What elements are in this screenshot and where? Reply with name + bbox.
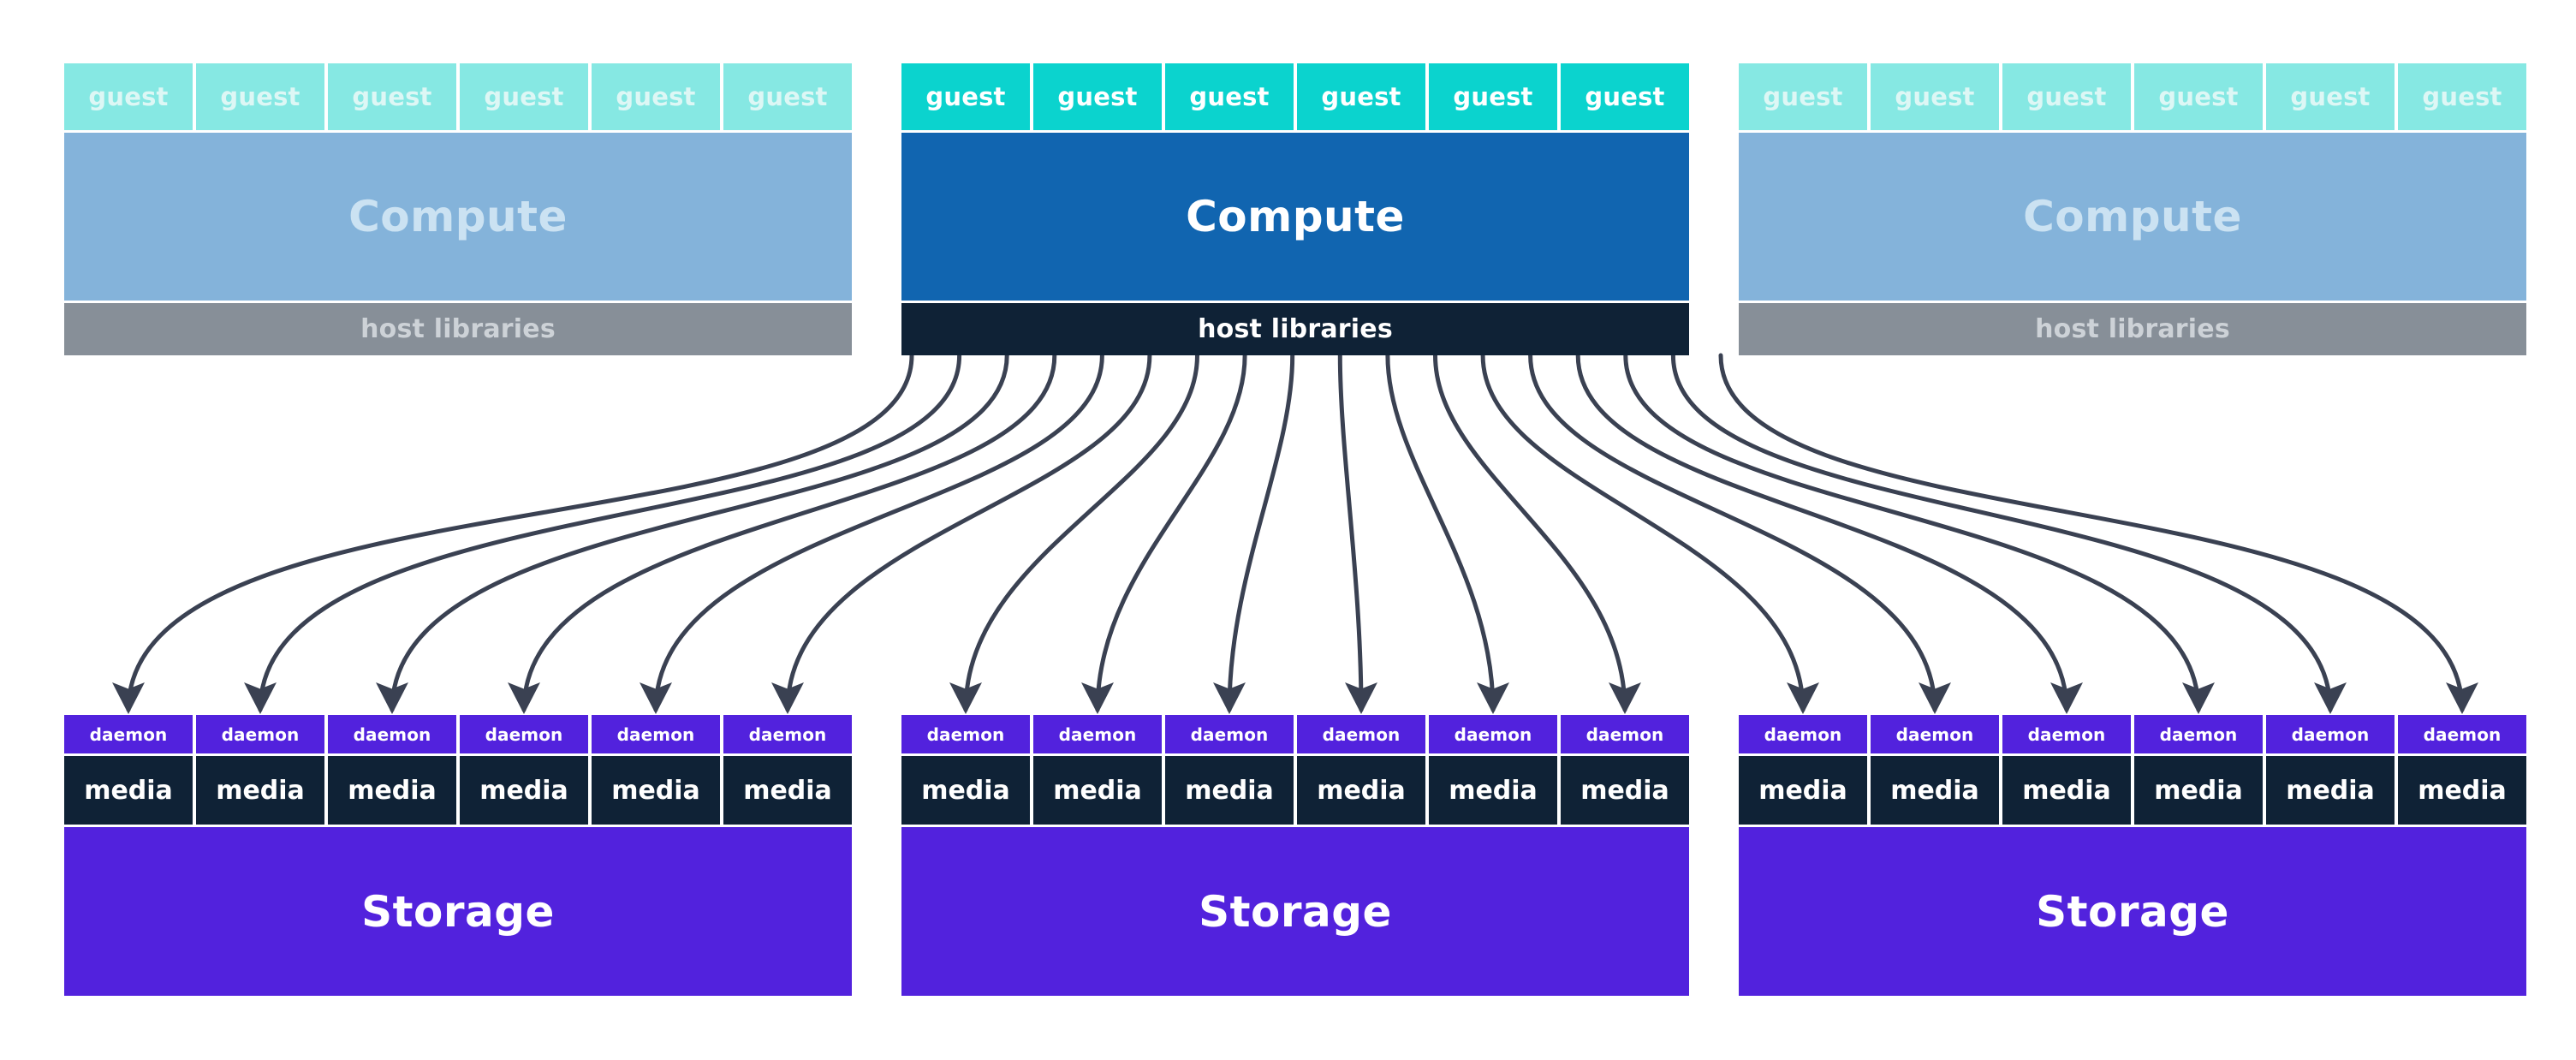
guest-cell[interactable]: guest <box>592 63 720 130</box>
compute-block[interactable]: Compute <box>1739 133 2526 301</box>
connection-arrow <box>1081 353 1247 714</box>
connection-arrow <box>1385 353 1509 714</box>
arrow-path-group <box>112 353 2478 714</box>
media-cell[interactable]: media <box>328 756 456 825</box>
guest-cell[interactable]: guest <box>64 63 193 130</box>
storage-group-left: daemon daemon daemon daemon daemon daemo… <box>64 715 852 996</box>
media-cell[interactable]: media <box>1165 756 1294 825</box>
guest-row-left: guest guest guest guest guest guest <box>64 63 852 130</box>
host-libraries-block[interactable]: host libraries <box>1739 303 2526 355</box>
media-cell[interactable]: media <box>2398 756 2526 825</box>
connection-arrow <box>1670 353 2347 714</box>
connection-arrow <box>1623 353 2215 714</box>
media-cell[interactable]: media <box>901 756 1030 825</box>
guest-cell[interactable]: guest <box>1297 63 1425 130</box>
connection-arrow <box>1337 353 1377 714</box>
compute-group-left: guest guest guest guest guest guest Comp… <box>64 63 852 355</box>
guest-cell[interactable]: guest <box>901 63 1030 130</box>
media-cell[interactable]: media <box>723 756 852 825</box>
compute-group-center: guest guest guest guest guest guest Comp… <box>901 63 1689 355</box>
daemon-cell[interactable]: daemon <box>2134 715 2263 753</box>
guest-row-center: guest guest guest guest guest guest <box>901 63 1689 130</box>
guest-cell[interactable]: guest <box>1561 63 1689 130</box>
media-row-center: media media media media media media <box>901 756 1689 825</box>
daemon-cell[interactable]: daemon <box>1429 715 1557 753</box>
daemon-cell[interactable]: daemon <box>1165 715 1294 753</box>
guest-cell[interactable]: guest <box>460 63 588 130</box>
host-libraries-block[interactable]: host libraries <box>64 303 852 355</box>
guest-cell[interactable]: guest <box>1165 63 1294 130</box>
daemon-cell[interactable]: daemon <box>1739 715 1867 753</box>
connection-arrow <box>376 353 1009 714</box>
daemon-cell[interactable]: daemon <box>2266 715 2395 753</box>
guest-cell[interactable]: guest <box>723 63 852 130</box>
storage-block[interactable]: Storage <box>64 827 852 996</box>
connection-arrow <box>1575 353 2083 714</box>
guest-cell[interactable]: guest <box>328 63 456 130</box>
guest-cell[interactable]: guest <box>2398 63 2526 130</box>
media-cell[interactable]: media <box>2002 756 2131 825</box>
media-cell[interactable]: media <box>592 756 720 825</box>
media-cell[interactable]: media <box>1871 756 1999 825</box>
guest-cell[interactable]: guest <box>2266 63 2395 130</box>
guest-cell[interactable]: guest <box>1871 63 1999 130</box>
daemon-cell[interactable]: daemon <box>1297 715 1425 753</box>
daemon-row-left: daemon daemon daemon daemon daemon daemo… <box>64 715 852 753</box>
media-cell[interactable]: media <box>460 756 588 825</box>
media-cell[interactable]: media <box>1561 756 1689 825</box>
daemon-cell[interactable]: daemon <box>592 715 720 753</box>
connection-arrow <box>1528 353 1951 714</box>
daemon-row-right: daemon daemon daemon daemon daemon daemo… <box>1739 715 2526 753</box>
storage-group-center: daemon daemon daemon daemon daemon daemo… <box>901 715 1689 996</box>
guest-cell[interactable]: guest <box>1739 63 1867 130</box>
guest-cell[interactable]: guest <box>1033 63 1162 130</box>
daemon-cell[interactable]: daemon <box>2398 715 2526 753</box>
media-cell[interactable]: media <box>1429 756 1557 825</box>
guest-row-right: guest guest guest guest guest guest <box>1739 63 2526 130</box>
connection-arrow <box>1213 353 1295 714</box>
connection-arrow <box>771 353 1152 714</box>
media-cell[interactable]: media <box>2266 756 2395 825</box>
storage-group-right: daemon daemon daemon daemon daemon daemo… <box>1739 715 2526 996</box>
guest-cell[interactable]: guest <box>2134 63 2263 130</box>
daemon-cell[interactable]: daemon <box>1033 715 1162 753</box>
media-cell[interactable]: media <box>64 756 193 825</box>
compute-block[interactable]: Compute <box>64 133 852 301</box>
connection-arrow <box>1433 353 1641 714</box>
guest-cell[interactable]: guest <box>1429 63 1557 130</box>
connection-arrow <box>244 353 962 714</box>
media-cell[interactable]: media <box>1033 756 1162 825</box>
media-cell[interactable]: media <box>1297 756 1425 825</box>
daemon-cell[interactable]: daemon <box>1871 715 1999 753</box>
media-cell[interactable]: media <box>1739 756 1867 825</box>
daemon-cell[interactable]: daemon <box>1561 715 1689 753</box>
daemon-cell[interactable]: daemon <box>64 715 193 753</box>
connection-arrow <box>1718 353 2478 714</box>
connection-arrow <box>1480 353 1819 714</box>
media-row-left: media media media media media media <box>64 756 852 825</box>
daemon-cell[interactable]: daemon <box>460 715 588 753</box>
daemon-cell[interactable]: daemon <box>2002 715 2131 753</box>
host-libraries-block[interactable]: host libraries <box>901 303 1689 355</box>
media-row-right: media media media media media media <box>1739 756 2526 825</box>
compute-group-right: guest guest guest guest guest guest Comp… <box>1739 63 2526 355</box>
storage-block[interactable]: Storage <box>1739 827 2526 996</box>
daemon-cell[interactable]: daemon <box>723 715 852 753</box>
guest-cell[interactable]: guest <box>196 63 324 130</box>
connection-arrow <box>508 353 1057 714</box>
connection-arrow <box>949 353 1199 714</box>
media-cell[interactable]: media <box>196 756 324 825</box>
daemon-cell[interactable]: daemon <box>901 715 1030 753</box>
media-cell[interactable]: media <box>2134 756 2263 825</box>
connection-arrow <box>640 353 1104 714</box>
storage-block[interactable]: Storage <box>901 827 1689 996</box>
compute-block[interactable]: Compute <box>901 133 1689 301</box>
guest-cell[interactable]: guest <box>2002 63 2131 130</box>
daemon-row-center: daemon daemon daemon daemon daemon daemo… <box>901 715 1689 753</box>
daemon-cell[interactable]: daemon <box>328 715 456 753</box>
connection-arrow <box>112 353 914 714</box>
daemon-cell[interactable]: daemon <box>196 715 324 753</box>
